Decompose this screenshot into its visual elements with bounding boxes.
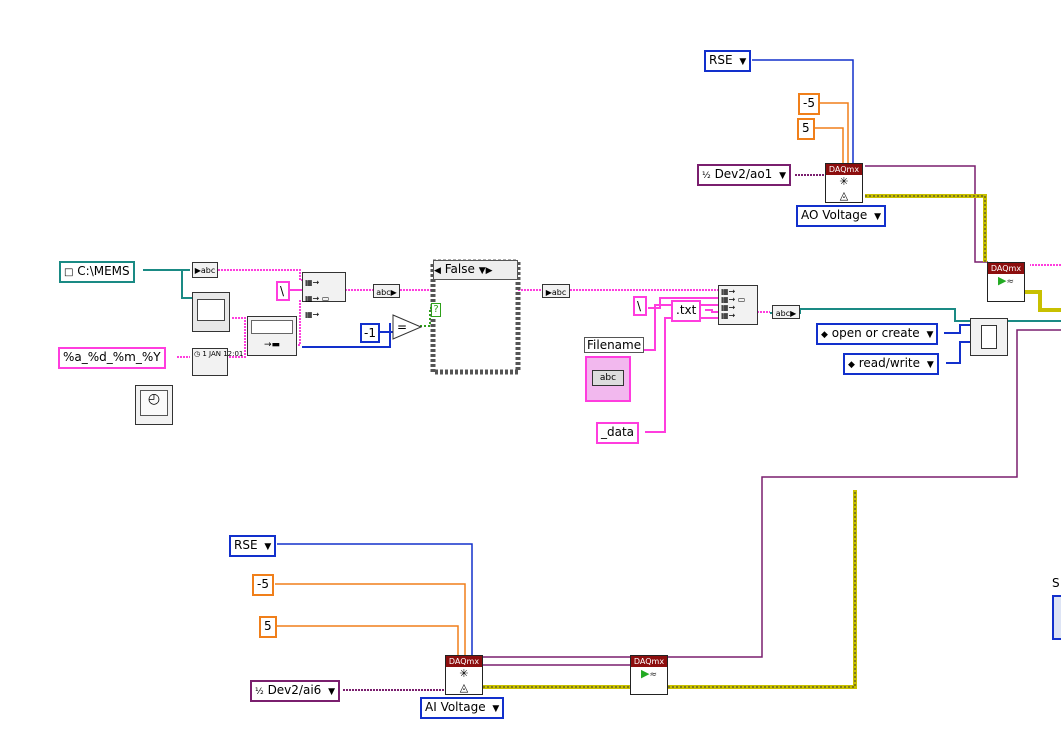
path-icon: □ — [64, 267, 74, 278]
ao-max-constant[interactable]: 5 — [797, 118, 815, 140]
open-mode-enum[interactable]: ◆ open or create ▼ — [816, 323, 939, 345]
ai-terminal-config-enum[interactable]: RSE ▼ — [229, 535, 277, 557]
svg-text:=: = — [397, 320, 407, 334]
ai-measurement-type-selector[interactable]: AI Voltage ▼ — [420, 697, 505, 719]
dropdown-icon[interactable]: ▼ — [926, 360, 934, 370]
daqmx-start-task-ai[interactable]: DAQmx ▶≈ — [630, 655, 668, 695]
backslash-constant-2[interactable]: \ — [633, 296, 647, 316]
create-channel-icon: ✳◬ — [459, 667, 469, 694]
daqmx-create-channel-ai[interactable]: DAQmx ✳◬ — [445, 655, 483, 695]
play-icon: ▶≈ — [997, 274, 1014, 287]
play-icon: ▶≈ — [640, 667, 657, 680]
dropdown-icon[interactable]: ▼ — [926, 330, 934, 340]
case-dropdown-icon[interactable]: ▼▶ — [478, 266, 493, 276]
partial-label: S — [1052, 576, 1060, 590]
get-date-time-icon[interactable]: ◴ — [135, 385, 173, 425]
path-to-string-icon[interactable]: ▶abc — [192, 262, 218, 278]
equal-comparator-icon[interactable]: = — [392, 314, 423, 340]
path-to-string-icon-2[interactable]: ▶abc — [542, 284, 570, 298]
ai-channel-constant[interactable]: ½ Dev2/ai6 ▼ — [250, 680, 341, 702]
partial-control[interactable] — [1052, 595, 1061, 640]
dropdown-icon[interactable]: ▼ — [492, 704, 500, 714]
backslash-constant-1[interactable]: \ — [276, 281, 290, 301]
ao-min-constant[interactable]: -5 — [798, 93, 820, 115]
access-mode-enum[interactable]: ◆ read/write ▼ — [843, 353, 939, 375]
dropdown-icon[interactable]: ▼ — [874, 212, 882, 222]
txt-extension-constant[interactable]: .txt — [671, 300, 702, 322]
string-to-path-icon-1[interactable]: abc▶ — [373, 284, 400, 298]
filename-control[interactable]: abc — [585, 356, 631, 402]
prev-case-icon[interactable]: ◀ — [434, 266, 441, 276]
data-suffix-constant[interactable]: _data — [596, 422, 640, 444]
concatenate-strings-icon-1[interactable]: ▦→▦→ ▭▦→ — [302, 272, 346, 319]
format-date-time-icon[interactable]: ◷ 1 JAN 12:01 — [192, 348, 243, 376]
path-constant-mems[interactable]: □ C:\MEMS — [59, 261, 135, 283]
daqmx-start-task-ao[interactable]: DAQmx ▶≈ — [987, 262, 1025, 302]
dropdown-icon[interactable]: ▼ — [779, 171, 787, 181]
ai-max-constant[interactable]: 5 — [259, 616, 277, 638]
create-channel-icon: ✳◬ — [839, 175, 849, 202]
string-to-path-icon-3[interactable]: abc▶ — [772, 305, 800, 319]
ao-channel-constant[interactable]: ½ Dev2/ao1 ▼ — [697, 164, 792, 186]
dropdown-icon[interactable]: ▼ — [264, 542, 272, 552]
strip-path-icon[interactable]: →▬ — [247, 316, 297, 356]
case-selector[interactable]: ◀ False ▼▶ — [433, 260, 518, 280]
concatenate-strings-icon-2[interactable]: ▦→▦→ ▭▦→▦→ — [718, 285, 758, 325]
daqmx-create-channel-ao[interactable]: DAQmx ✳◬ — [825, 163, 863, 203]
dropdown-icon[interactable]: ▼ — [328, 687, 336, 697]
neg-one-constant[interactable]: -1 — [360, 323, 380, 343]
filename-label: Filename — [584, 337, 645, 353]
ai-min-constant[interactable]: -5 — [252, 574, 274, 596]
ao-terminal-config-enum[interactable]: RSE ▼ — [704, 50, 752, 72]
ao-measurement-type-selector[interactable]: AO Voltage ▼ — [796, 205, 887, 227]
format-string-constant[interactable]: %a_%d_%m_%Y — [58, 347, 166, 369]
case-selector-terminal[interactable]: ? — [431, 303, 441, 317]
folder-icon[interactable] — [192, 292, 230, 332]
dropdown-icon[interactable]: ▼ — [739, 57, 747, 67]
open-file-icon[interactable] — [970, 318, 1008, 356]
